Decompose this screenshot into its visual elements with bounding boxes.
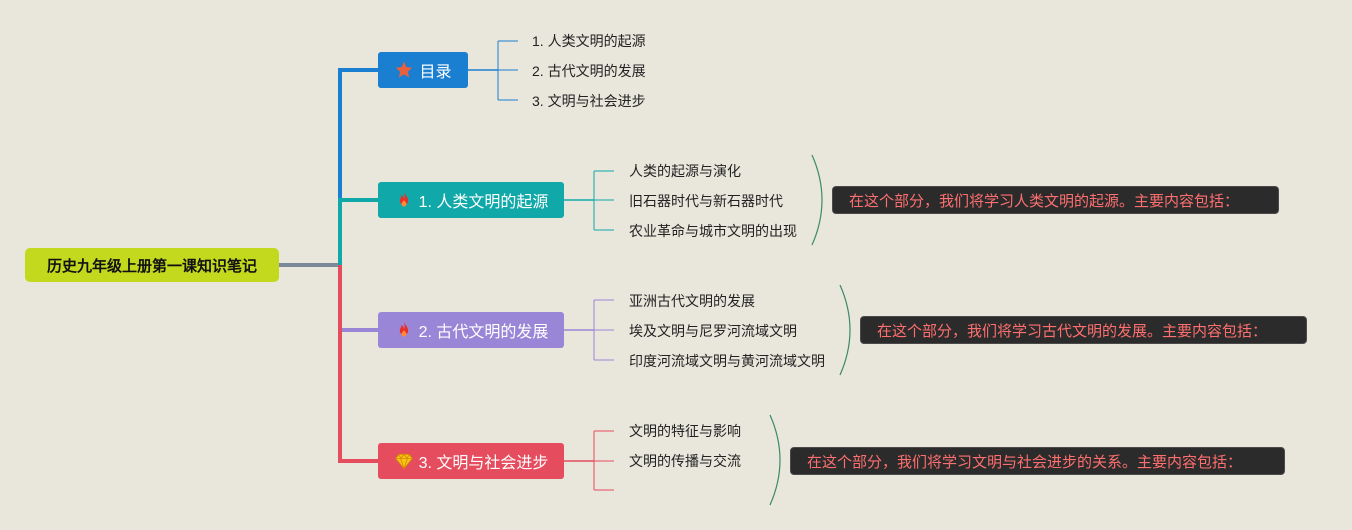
branch-2-item[interactable]: 亚洲古代文明的发展 bbox=[629, 293, 755, 309]
branch-label: 3. 文明与社会进步 bbox=[418, 455, 549, 472]
note-text: 在这个部分，我们将学习人类文明的起源。主要内容包括： bbox=[849, 192, 1240, 210]
branch-1-note[interactable]: 在这个部分，我们将学习人类文明的起源。主要内容包括： bbox=[832, 186, 1279, 214]
branch-label: 目录 bbox=[419, 64, 452, 81]
toc-item[interactable]: 3. 文明与社会进步 bbox=[532, 93, 646, 109]
note-text: 在这个部分，我们将学习文明与社会进步的关系。主要内容包括： bbox=[807, 453, 1243, 471]
branch-node-1[interactable]: 1. 人类文明的起源 bbox=[378, 182, 564, 218]
fire-icon bbox=[399, 321, 408, 337]
branch-2-item[interactable]: 印度河流域文明与黄河流域文明 bbox=[629, 353, 825, 369]
branch-2-item[interactable]: 埃及文明与尼罗河流域文明 bbox=[629, 323, 797, 339]
star-icon bbox=[396, 61, 413, 78]
branch-label: 2. 古代文明的发展 bbox=[418, 324, 549, 341]
fire-icon bbox=[399, 191, 408, 207]
branch-3-note[interactable]: 在这个部分，我们将学习文明与社会进步的关系。主要内容包括： bbox=[790, 447, 1285, 475]
branch-node-toc[interactable]: 目录 bbox=[378, 52, 468, 88]
branch-2-note[interactable]: 在这个部分，我们将学习古代文明的发展。主要内容包括： bbox=[860, 316, 1307, 344]
branch-1-item[interactable]: 人类的起源与演化 bbox=[629, 163, 741, 179]
branch-label: 1. 人类文明的起源 bbox=[418, 194, 549, 211]
branch-1-item[interactable]: 农业革命与城市文明的出现 bbox=[629, 223, 797, 239]
toc-item[interactable]: 2. 古代文明的发展 bbox=[532, 63, 646, 79]
toc-item[interactable]: 1. 人类文明的起源 bbox=[532, 33, 646, 49]
note-text: 在这个部分，我们将学习古代文明的发展。主要内容包括： bbox=[877, 322, 1268, 340]
gem-icon bbox=[394, 453, 413, 470]
branch-3-item[interactable]: 文明的特征与影响 bbox=[629, 423, 741, 439]
branch-node-3[interactable]: 3. 文明与社会进步 bbox=[378, 443, 564, 479]
branch-3-item[interactable]: 文明的传播与交流 bbox=[629, 453, 741, 469]
branch-1-item[interactable]: 旧石器时代与新石器时代 bbox=[629, 193, 783, 209]
root-node[interactable]: 历史九年级上册第一课知识笔记 bbox=[25, 248, 279, 282]
branch-node-2[interactable]: 2. 古代文明的发展 bbox=[378, 312, 564, 348]
root-label: 历史九年级上册第一课知识笔记 bbox=[46, 257, 257, 275]
